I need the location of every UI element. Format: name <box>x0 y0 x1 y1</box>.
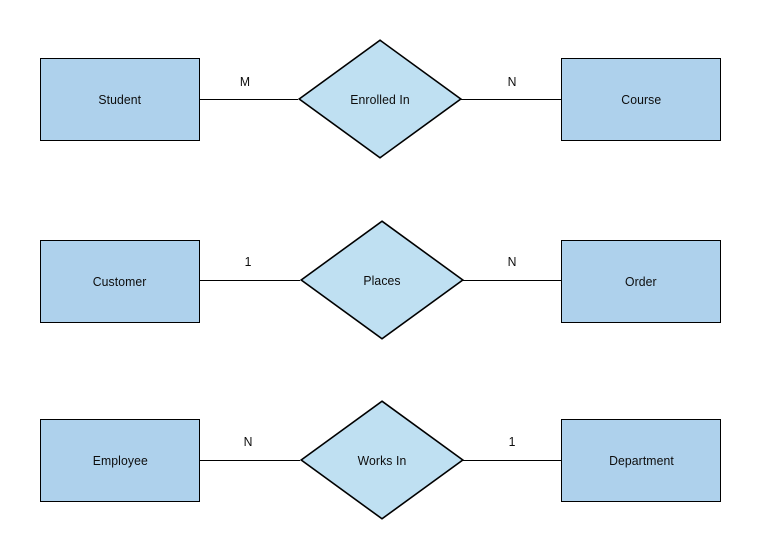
cardinality-label-right: N <box>507 254 517 269</box>
cardinality-label-left: N <box>243 434 253 449</box>
connector-line-left <box>200 99 298 100</box>
entity-label: Customer <box>93 274 147 289</box>
entity-label: Department <box>608 453 674 468</box>
relationship-diamond-places[interactable]: Places <box>300 220 464 340</box>
connector-line-right <box>462 460 561 461</box>
diamond-shape <box>300 220 464 340</box>
entity-box-customer[interactable]: Customer <box>40 240 200 323</box>
cardinality-label-left: 1 <box>244 254 252 269</box>
entity-label: Student <box>98 92 142 107</box>
cardinality-label-right: N <box>507 74 517 89</box>
cardinality-label-right: 1 <box>508 434 516 449</box>
entity-box-department[interactable]: Department <box>561 419 721 502</box>
diamond-shape <box>300 400 464 520</box>
cardinality-label-left: M <box>239 74 251 89</box>
entity-box-course[interactable]: Course <box>561 58 721 141</box>
entity-box-order[interactable]: Order <box>561 240 721 323</box>
connector-line-left <box>200 460 300 461</box>
relationship-diamond-enrolled-in[interactable]: Enrolled In <box>298 39 462 159</box>
connector-line-left <box>200 280 300 281</box>
diamond-shape <box>298 39 462 159</box>
entity-label: Course <box>621 92 661 107</box>
entity-label: Order <box>625 274 657 289</box>
relationship-diamond-works-in[interactable]: Works In <box>300 400 464 520</box>
entity-box-employee[interactable]: Employee <box>40 419 200 502</box>
connector-line-right <box>461 99 561 100</box>
entity-box-student[interactable]: Student <box>40 58 200 141</box>
connector-line-right <box>462 280 561 281</box>
entity-label: Employee <box>92 453 148 468</box>
